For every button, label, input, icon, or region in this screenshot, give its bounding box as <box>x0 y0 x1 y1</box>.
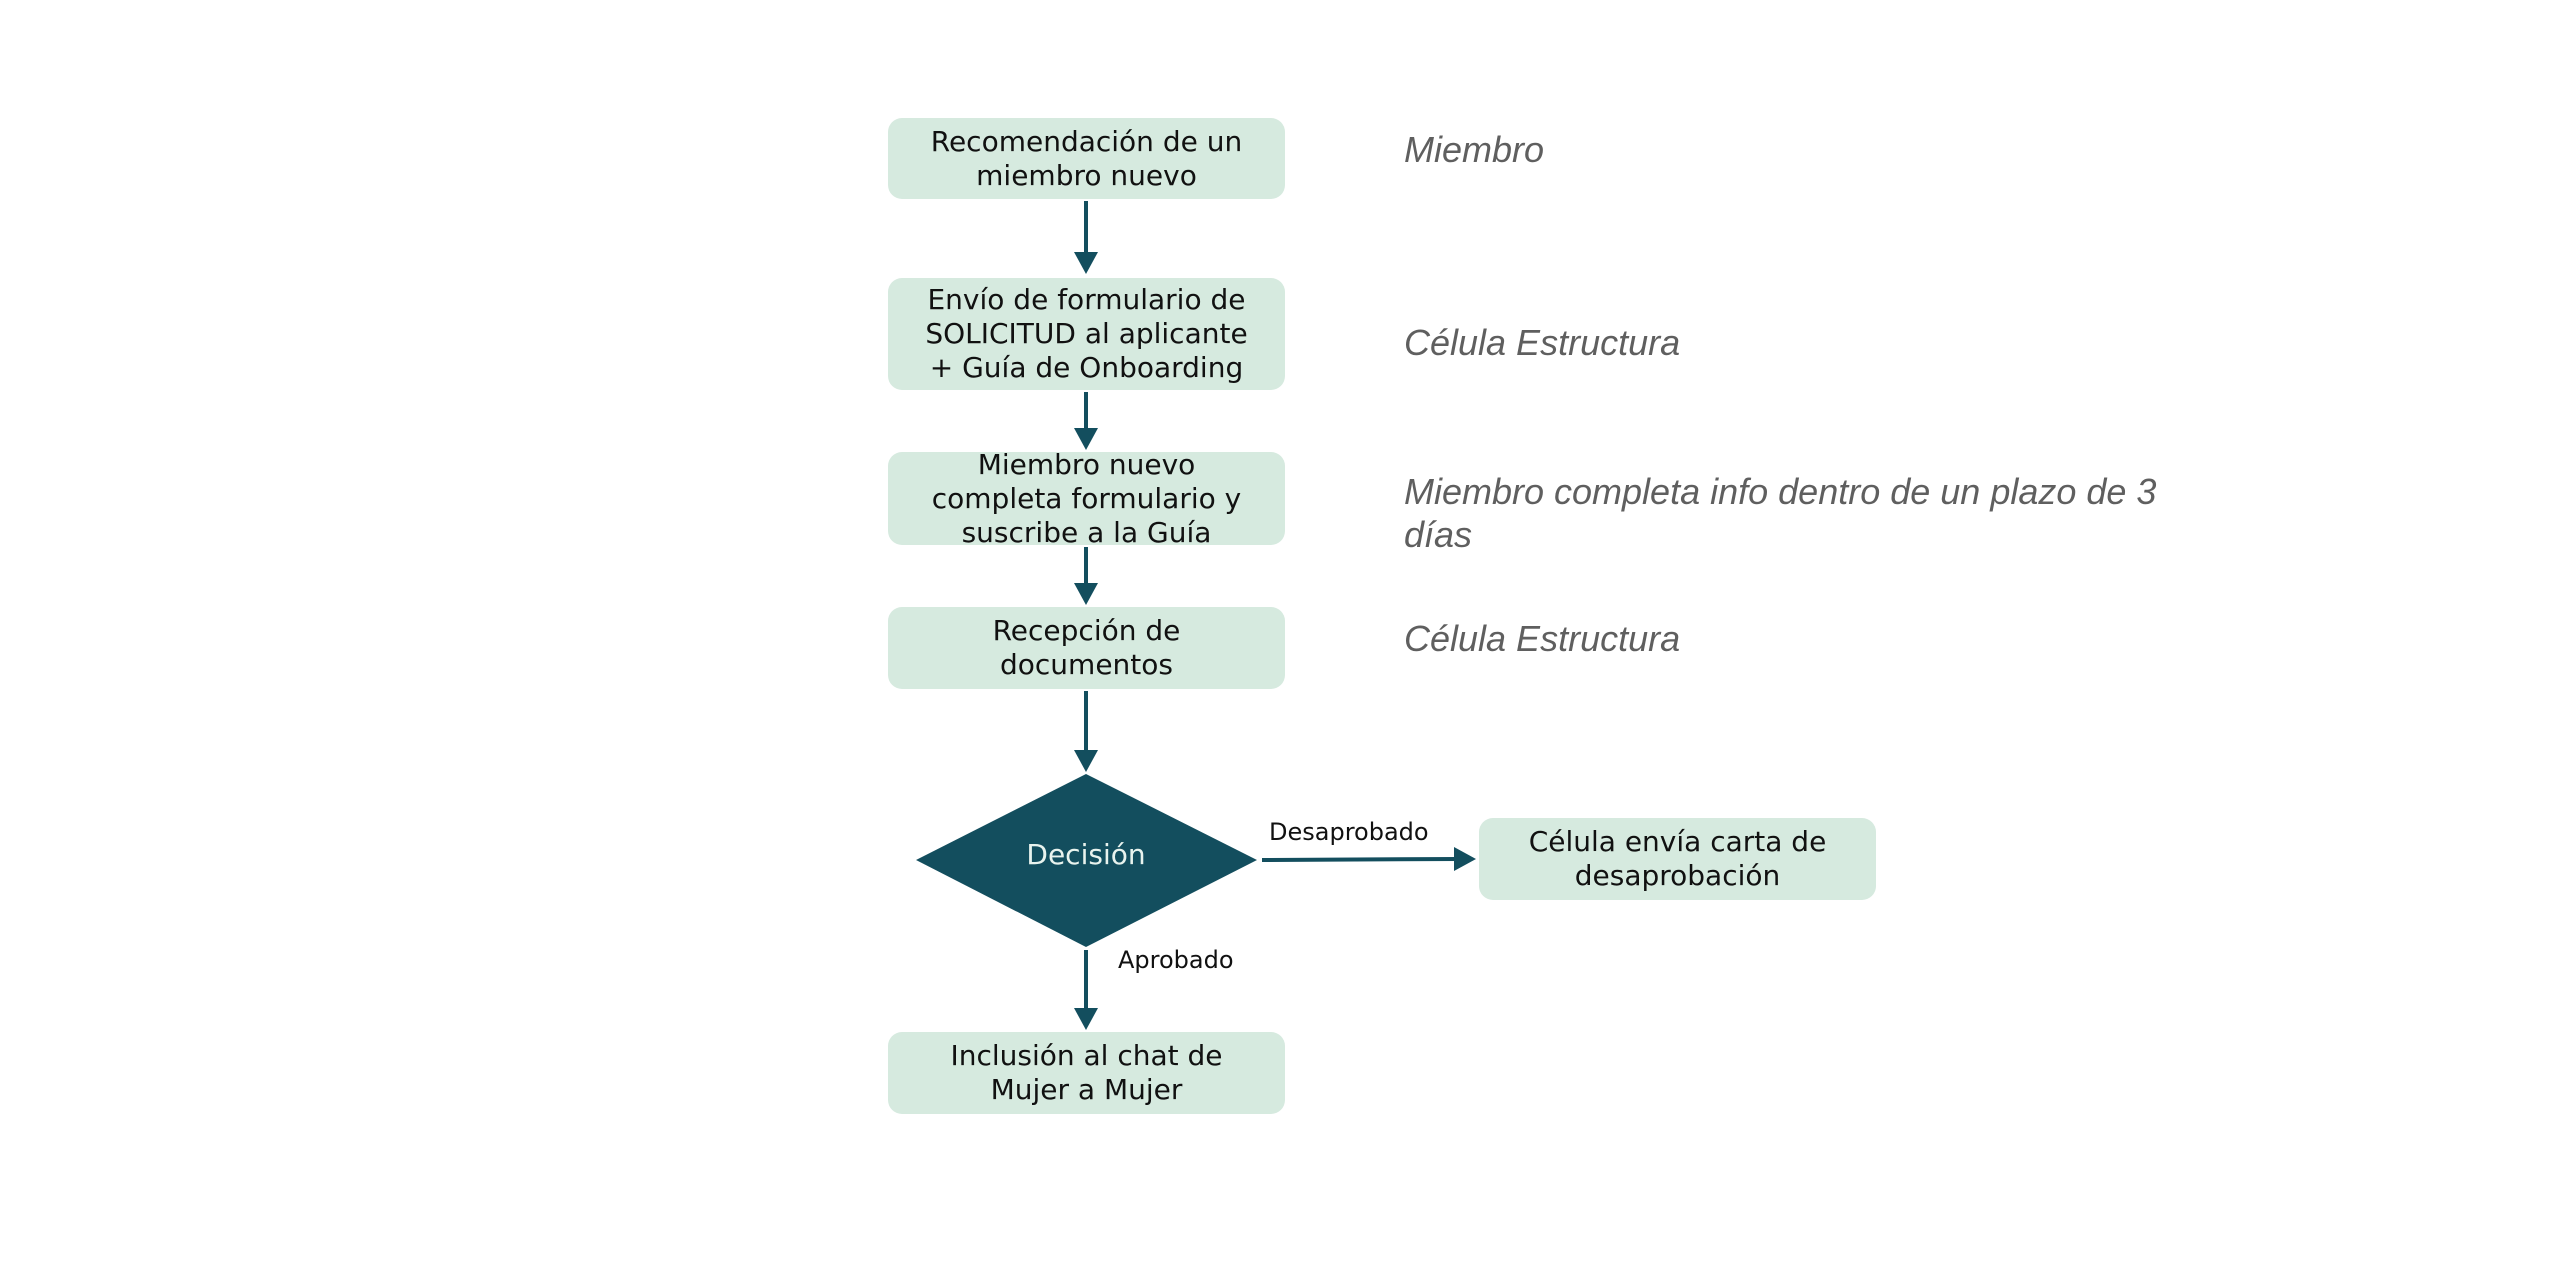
arrowhead-icon <box>1074 1008 1098 1030</box>
step-receive-documents: Recepción de documentos <box>888 607 1285 689</box>
note-step-2: Célula Estructura <box>1404 322 1681 363</box>
step-recommendation: Recomendación de un miembro nuevo <box>888 118 1285 199</box>
step-label: Miembro nuevo completa formulario y susc… <box>931 447 1242 549</box>
step-label: Célula envía carta de desaprobación <box>1528 825 1827 892</box>
step-label: Recepción de documentos <box>992 614 1181 681</box>
step-label: Inclusión al chat de Mujer a Mujer <box>950 1039 1223 1106</box>
step-label: Envío de formulario de SOLICITUD al apli… <box>925 283 1248 384</box>
arrowhead-icon <box>1074 750 1098 772</box>
step-send-form: Envío de formulario de SOLICITUD al apli… <box>888 278 1285 390</box>
step-rejection-letter: Célula envía carta de desaprobación <box>1479 818 1876 900</box>
arrowhead-icon <box>1454 847 1476 871</box>
decision-label: Decisión <box>1026 838 1146 871</box>
decision-diamond <box>916 774 1257 947</box>
note-step-4: Célula Estructura <box>1404 618 1681 659</box>
step-complete-form: Miembro nuevo completa formulario y susc… <box>888 448 1285 549</box>
arrowhead-icon <box>1074 583 1098 605</box>
note-step-3: Miembro completa info dentro de un plazo… <box>1404 471 2157 555</box>
step-label: Recomendación de un miembro nuevo <box>930 124 1243 192</box>
approved-label: Aprobado <box>1118 946 1234 974</box>
arrowhead-icon <box>1074 252 1098 274</box>
arrow-decision-rejected <box>1261 857 1459 862</box>
rejected-label: Desaprobado <box>1269 818 1429 846</box>
arrowhead-icon <box>1074 428 1098 450</box>
step-chat-inclusion: Inclusión al chat de Mujer a Mujer <box>888 1032 1285 1114</box>
note-step-1: Miembro <box>1404 129 1545 170</box>
